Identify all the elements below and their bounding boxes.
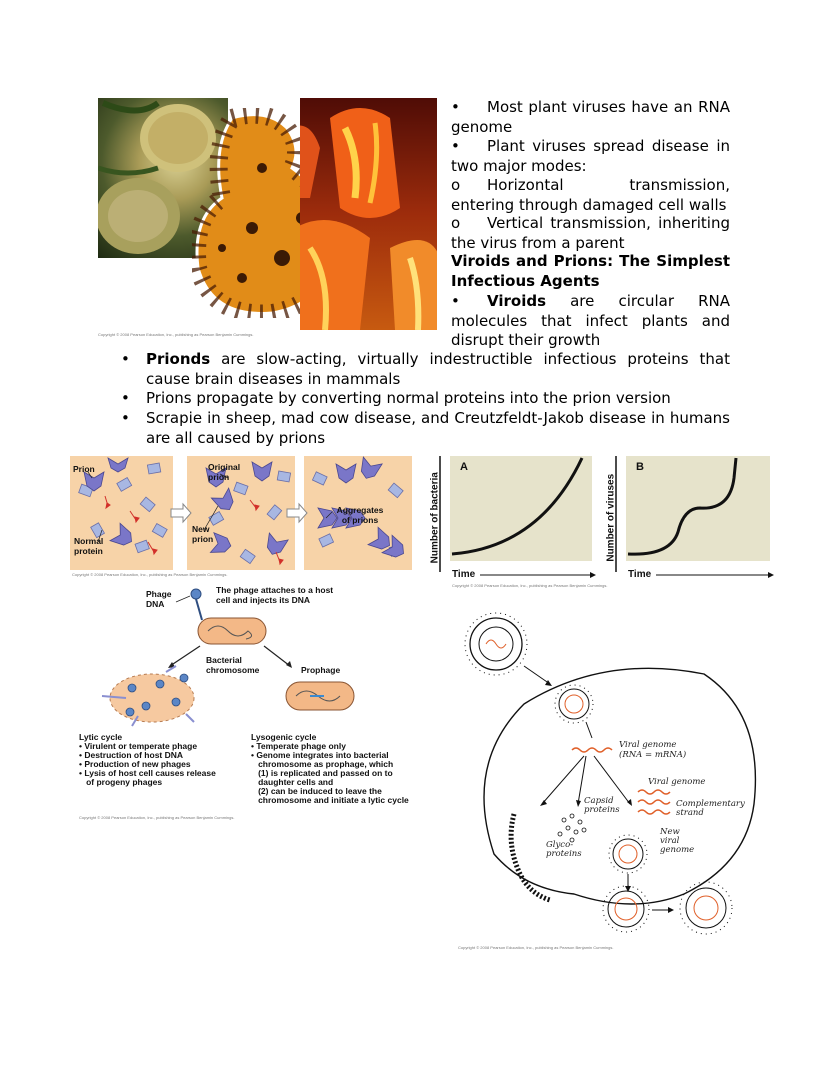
capsid-dots — [557, 813, 587, 843]
new-prion-label: New prion — [192, 524, 214, 544]
lyso-item: • Genome integrates into bacterial — [251, 750, 389, 760]
prion-label: Prion — [73, 464, 95, 474]
lyso-item: chromosome as prophage, which — [251, 759, 394, 769]
tulip-virus-photo — [300, 98, 437, 330]
tomato-virus-photo — [98, 98, 228, 258]
phage-dna-label: Phage DNA — [146, 589, 172, 609]
graph-a-label: A — [460, 461, 468, 473]
bacterial-chromosome-label: Bacterial chromosome — [206, 655, 260, 675]
bullet-b3: • — [451, 292, 460, 310]
text-b1: Most plant viruses have an RNA genome — [451, 98, 730, 136]
prion-diagram — [70, 456, 412, 570]
lytic-item: • Lysis of host cell causes release — [79, 768, 216, 778]
section-heading: Viroids and Prions: The Simplest Infecti… — [451, 252, 730, 290]
prion-chevrons — [83, 456, 404, 558]
lyso-item: • Temperate phage only — [251, 741, 346, 751]
normal-protein-label: Normal protein — [74, 536, 104, 556]
lyso-item: (1) is replicated and passed on to — [251, 768, 393, 778]
text-s2: Vertical transmission, inheriting the vi… — [451, 214, 730, 252]
assembling-virion — [608, 834, 648, 874]
new-viral-genome-label: New viral genome — [660, 827, 695, 855]
list-item-text: are slow-acting, virtually indestructibl… — [146, 350, 730, 388]
lyso-title: Lysogenic cycle — [251, 732, 317, 742]
lytic-item: • Production of new phages — [79, 759, 191, 769]
complementary-strand-label: Complementary strand — [676, 799, 745, 818]
list-item: Prions propagate by converting normal pr… — [146, 389, 671, 407]
growth-graphs — [439, 456, 774, 578]
capsid-proteins-label: Capsid proteins — [584, 796, 620, 815]
prionds-term: Prionds — [146, 350, 211, 368]
bullet-m1: • — [121, 350, 130, 368]
photo-copyright: Copyright © 2008 Pearson Education, Inc.… — [98, 332, 254, 337]
viroids-desc: are circular RNA molecules that infect p… — [451, 292, 730, 349]
virus-copyright: Copyright © 2008 Pearson Education, Inc.… — [458, 945, 614, 950]
host-cell — [197, 617, 267, 645]
graph-a-ylabel: Number of bacteria — [429, 472, 441, 564]
viroids-term: Viroids — [487, 292, 546, 310]
graph-b-xlabel: Time — [628, 569, 652, 580]
bullet-b2: • — [451, 137, 460, 155]
phage-attach-label: The phage attaches to a host cell and in… — [216, 585, 334, 605]
virus-replication-diagram — [464, 612, 757, 935]
uncoating-virion — [554, 684, 594, 724]
lyso-item: chromosome and initiate a lytic cycle — [251, 795, 409, 805]
viral-genome-label-1: Viral genome — [619, 740, 677, 750]
text-b2: Plant viruses spread disease in two majo… — [451, 137, 730, 175]
bullet-m2: • — [121, 389, 130, 407]
list-item: Scrapie in sheep, mad cow disease, and C… — [146, 409, 730, 447]
glycoproteins-label: Glyco- proteins — [546, 840, 582, 859]
host-cell-membrane — [483, 667, 757, 905]
lytic-item: of progeny phages — [79, 777, 163, 787]
lytic-title: Lytic cycle — [79, 732, 123, 742]
sub-bullet-s2: o — [451, 214, 461, 232]
progeny-phages — [125, 673, 189, 717]
prion-copyright: Copyright © 2008 Pearson Education, Inc.… — [72, 572, 228, 577]
sub-bullet-s1: o — [451, 176, 461, 194]
list-item: Prionds are slow-acting, virtually indes… — [146, 350, 730, 389]
lyso-item: (2) can be induced to leave the — [251, 786, 382, 796]
phage-attaching — [190, 588, 203, 621]
graph-b-label: B — [636, 461, 644, 473]
conversion-arrows — [104, 495, 284, 566]
graph-a-xlabel: Time — [452, 569, 476, 580]
graph-a-curve — [451, 457, 584, 556]
graph-copyright: Copyright © 2008 Pearson Education, Inc.… — [452, 583, 608, 588]
aggregates-label: Aggregates of prions — [336, 505, 384, 525]
phage-diagram — [101, 588, 355, 727]
bullet-m3: • — [121, 409, 130, 427]
bullet-b1: • — [451, 98, 460, 116]
tomato-illustration — [98, 100, 216, 254]
panel-arrows — [170, 502, 308, 524]
rna-mrna-label: (RNA = mRNA) — [619, 750, 687, 760]
text-s1: Horizontal transmission, entering throug… — [451, 176, 730, 214]
graph-b-ylabel: Number of viruses — [605, 473, 617, 562]
graph-a-area — [450, 456, 592, 561]
tulip-illustration — [300, 108, 437, 330]
budding-virion — [602, 885, 650, 933]
lytic-item: • Virulent or temperate phage — [79, 741, 198, 751]
lyso-item: daughter cells and — [251, 777, 334, 787]
phage-tails — [101, 665, 195, 727]
original-prion-label: Original prion — [208, 462, 241, 482]
graph-b-curve — [627, 457, 738, 556]
viral-genome-label-2: Viral genome — [648, 777, 706, 787]
lytic-item: • Destruction of host DNA — [79, 750, 184, 760]
released-virion — [679, 881, 733, 935]
prophage-label: Prophage — [301, 665, 341, 675]
virion-entering — [464, 612, 528, 676]
label-leaders — [87, 471, 333, 543]
text-b3: Viroids are circular RNA molecules that … — [451, 292, 730, 351]
phage-copyright: Copyright © 2008 Pearson Education, Inc.… — [79, 815, 235, 820]
